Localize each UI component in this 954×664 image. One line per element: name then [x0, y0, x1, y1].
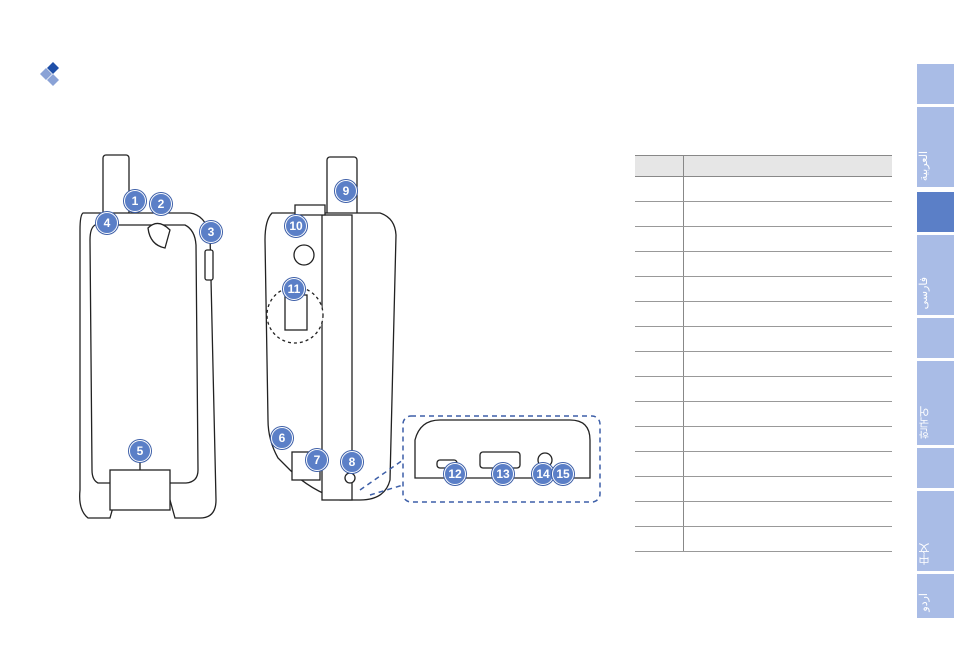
- table-cell: [635, 476, 684, 502]
- device-drawing: [79, 154, 601, 519]
- table-header-description: [683, 155, 892, 177]
- sidebar-tab-label: فارسی: [918, 276, 930, 309]
- table-cell: [635, 176, 684, 202]
- table-row: [635, 426, 892, 452]
- sidebar-tab-9[interactable]: [917, 448, 954, 488]
- callout-8: 8: [341, 451, 363, 473]
- table-row: [635, 401, 892, 427]
- table-cell: [635, 251, 684, 277]
- table-cell: [683, 426, 892, 452]
- callout-4: 4: [96, 212, 118, 234]
- table-cell: [683, 226, 892, 252]
- table-row: [635, 501, 892, 527]
- parts-table: [635, 155, 892, 552]
- table-header-number: [635, 155, 684, 177]
- table-cell: [683, 351, 892, 377]
- table-cell: [635, 451, 684, 477]
- callout-1: 1: [124, 190, 146, 212]
- table-cell: [635, 351, 684, 377]
- table-cell: [683, 276, 892, 302]
- callout-11: 11: [283, 278, 305, 300]
- table-cell: [683, 401, 892, 427]
- callout-6: 6: [271, 427, 293, 449]
- sidebar-tab-1[interactable]: [917, 64, 954, 104]
- table-cell: [635, 301, 684, 327]
- callout-10: 10: [285, 215, 307, 237]
- table-cell: [683, 251, 892, 277]
- table-cell: [683, 176, 892, 202]
- sidebar-tab-active[interactable]: [917, 192, 954, 232]
- sidebar-tab-label: العربية: [918, 150, 930, 181]
- table-cell: [635, 276, 684, 302]
- callout-7: 7: [306, 449, 328, 471]
- table-cell: [635, 201, 684, 227]
- callout-5: 5: [129, 440, 151, 462]
- section-diamond-icon: [40, 62, 59, 86]
- table-cell: [635, 426, 684, 452]
- callout-14: 14: [532, 463, 554, 485]
- table-row: [635, 276, 892, 302]
- table-cell: [683, 526, 892, 552]
- table-row: [635, 476, 892, 502]
- table-cell: [683, 476, 892, 502]
- table-cell: [635, 226, 684, 252]
- table-row: [635, 451, 892, 477]
- table-header-row: [635, 155, 892, 177]
- sidebar-tab-korean[interactable]: 한국어: [917, 361, 954, 445]
- table-row: [635, 351, 892, 377]
- sidebar-tab-label: اردو: [918, 593, 930, 612]
- sidebar-tab-label: 中文: [919, 543, 931, 565]
- table-cell: [635, 376, 684, 402]
- callout-9: 9: [335, 180, 357, 202]
- table-row: [635, 526, 892, 552]
- table-cell: [635, 401, 684, 427]
- table-row: [635, 251, 892, 277]
- table-cell: [683, 201, 892, 227]
- sidebar-tab-chinese[interactable]: 中文: [917, 491, 954, 571]
- sidebar-tab-6[interactable]: [917, 318, 954, 358]
- table-row: [635, 176, 892, 202]
- table-cell: [683, 451, 892, 477]
- callout-15: 15: [552, 463, 574, 485]
- sidebar-tab-label: 한국어: [919, 406, 931, 439]
- table-row: [635, 201, 892, 227]
- callout-13: 13: [492, 463, 514, 485]
- sidebar-tab-farsi[interactable]: فارسی: [917, 235, 954, 315]
- table-cell: [635, 501, 684, 527]
- callout-12: 12: [444, 463, 466, 485]
- table-cell: [683, 326, 892, 352]
- table-cell: [683, 301, 892, 327]
- sidebar-tab-urdu[interactable]: اردو: [917, 574, 954, 618]
- device-diagram: 1 2 3 4 5 6 7 8 9 10 11 12 13 14 15: [79, 154, 601, 519]
- table-cell: [683, 501, 892, 527]
- sidebar-tab-arabic[interactable]: العربية: [917, 107, 954, 187]
- table-row: [635, 301, 892, 327]
- table-cell: [635, 526, 684, 552]
- table-row: [635, 376, 892, 402]
- table-cell: [683, 376, 892, 402]
- language-sidebar: العربية فارسی 한국어 中文 اردو: [917, 64, 954, 618]
- callout-2: 2: [150, 193, 172, 215]
- table-row: [635, 326, 892, 352]
- table-cell: [635, 326, 684, 352]
- callout-3: 3: [200, 221, 222, 243]
- table-row: [635, 226, 892, 252]
